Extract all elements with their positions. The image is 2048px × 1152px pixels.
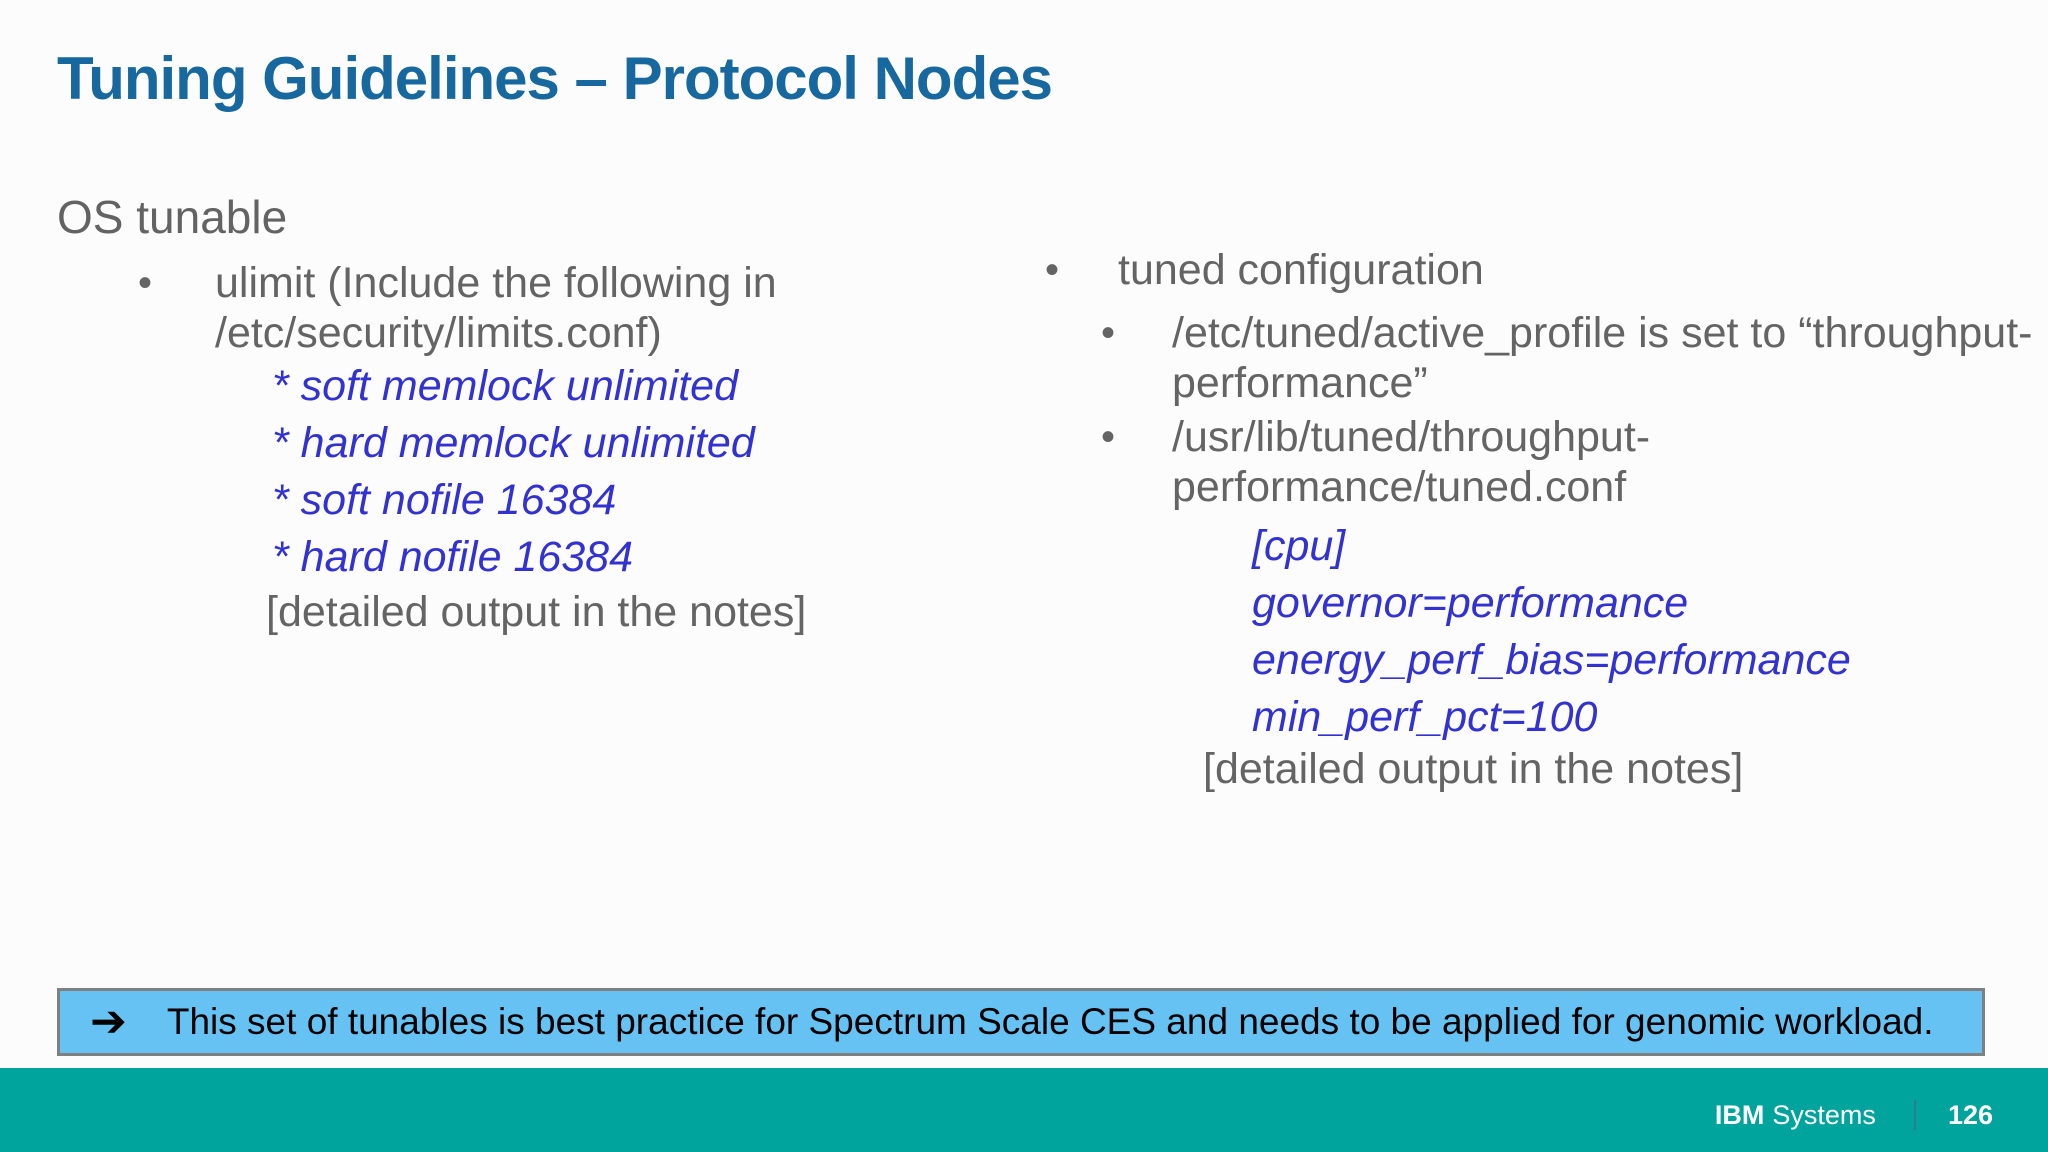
note-right: [detailed output in the notes] xyxy=(1203,745,1744,793)
code-line: energy_perf_bias=performance xyxy=(1252,636,1851,684)
list-item-line: /etc/security/limits.conf) xyxy=(215,309,662,357)
bullet-icon: • xyxy=(138,261,153,305)
ibm-logo: IBM xyxy=(1714,1099,1765,1130)
list-item-active-profile: /etc/tuned/active_profile is set to “thr… xyxy=(1172,308,2032,408)
callout-banner: ➔ This set of tunables is best practice … xyxy=(57,988,1985,1056)
brand-systems-label: Systems xyxy=(1772,1099,1876,1130)
section-heading: OS tunable xyxy=(57,191,288,243)
list-item-tuned-configuration: tuned configuration xyxy=(1118,246,1484,294)
note-left: [detailed output in the notes] xyxy=(266,588,807,636)
code-line: governor=performance xyxy=(1252,579,1689,627)
footer-content: IBM Systems 126 xyxy=(1715,1100,1993,1130)
code-line: min_perf_pct=100 xyxy=(1252,693,1598,741)
bullet-icon: • xyxy=(1045,248,1060,292)
list-item-line: /etc/tuned/active_profile is set to “thr… xyxy=(1172,309,2033,357)
code-block-ulimit-settings: * soft memlock unlimited * hard memlock … xyxy=(272,358,755,586)
list-item-line: performance” xyxy=(1172,359,1428,407)
list-item-ulimit: ulimit (Include the following in /etc/se… xyxy=(215,258,777,358)
code-line: * soft nofile 16384 xyxy=(272,476,617,524)
footer-divider xyxy=(1913,1100,1916,1130)
bullet-icon: • xyxy=(1101,311,1116,355)
footer-bar: IBM Systems 126 xyxy=(0,1068,2048,1152)
list-item-tuned-conf-path: /usr/lib/tuned/throughput- performance/t… xyxy=(1172,412,1650,512)
list-item-line: performance/tuned.conf xyxy=(1172,463,1627,511)
code-line: * hard memlock unlimited xyxy=(272,419,755,467)
callout-text: This set of tunables is best practice fo… xyxy=(166,1001,1934,1042)
list-item-line: ulimit (Include the following in xyxy=(215,259,777,307)
code-line: * soft memlock unlimited xyxy=(272,362,738,410)
page-title: Tuning Guidelines – Protocol Nodes xyxy=(57,45,1053,112)
code-line: [cpu] xyxy=(1252,522,1346,570)
list-item-line: /usr/lib/tuned/throughput- xyxy=(1172,413,1651,461)
arrow-right-icon: ➔ xyxy=(90,997,127,1046)
code-line: * hard nofile 16384 xyxy=(272,533,634,581)
code-block-tuned-conf: [cpu] governor=performance energy_perf_b… xyxy=(1252,518,1851,746)
bullet-icon: • xyxy=(1101,415,1116,459)
page-number: 126 xyxy=(1947,1099,1993,1130)
